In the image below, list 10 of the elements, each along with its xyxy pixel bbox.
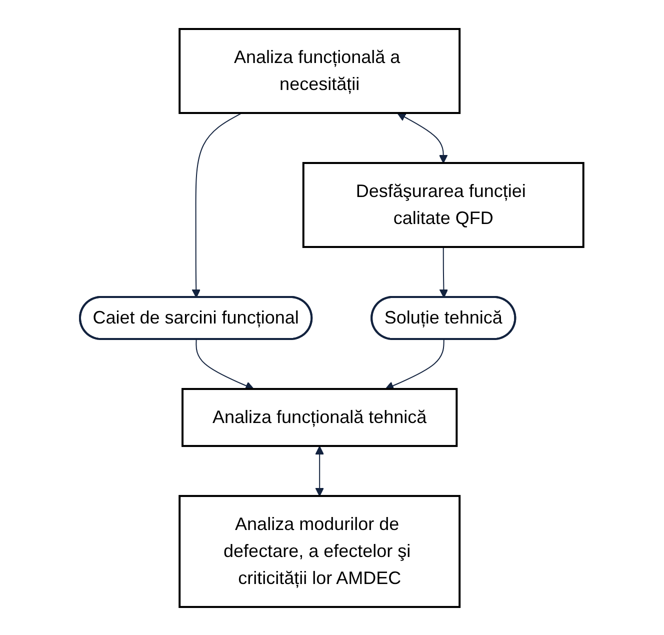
arrow [440, 246, 448, 298]
arrow [397, 112, 448, 163]
arrow [316, 446, 324, 496]
arrow [385, 338, 445, 390]
node-box: Analiza funcțională a necesității [178, 28, 461, 114]
arrow [192, 112, 243, 298]
node-box: Analiza funcțională tehnică [182, 388, 458, 446]
arrow [196, 338, 254, 390]
node-box: Analiza modurilor de defectare, a efectelor şi criticității lor AMDEC [178, 494, 461, 608]
node-box: Desfăşurarea funcției calitate QFD [302, 162, 585, 248]
